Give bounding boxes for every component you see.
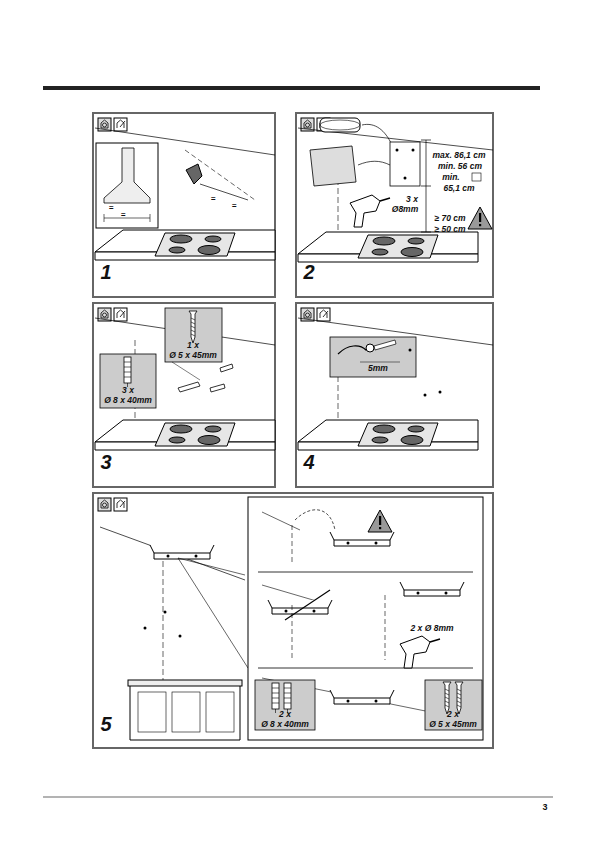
dimension-label: max. 86,1 cm bbox=[433, 151, 486, 160]
quantity-label: 3 x bbox=[406, 195, 418, 204]
equal-mark: = bbox=[109, 204, 114, 212]
drill-size-label: 2 x Ø 8mm bbox=[411, 624, 454, 633]
dimension-label: ≥ 70 cm bbox=[434, 214, 465, 223]
panel-number: 1 bbox=[100, 262, 111, 282]
quantity-label: 3 x bbox=[122, 386, 134, 395]
plug-size-label: Ø 8 x 40mm bbox=[104, 396, 152, 405]
equal-mark: = bbox=[211, 195, 216, 203]
quantity-label: 2 x bbox=[279, 710, 291, 719]
screw-size-label: Ø 5 x 45mm bbox=[169, 351, 217, 360]
dimension-label: min. 56 cm bbox=[438, 162, 482, 171]
screw-size-label: Ø 5 x 45mm bbox=[429, 720, 477, 729]
page-number: 3 bbox=[542, 803, 547, 812]
dimension-label: 65,1 cm bbox=[443, 184, 474, 193]
equal-mark: = bbox=[121, 211, 126, 219]
drill-size-label: Ø8mm bbox=[392, 205, 418, 214]
dimension-label: 5mm bbox=[368, 364, 388, 373]
plug-size-label: Ø 8 x 40mm bbox=[261, 720, 309, 729]
quantity-label: 2 x bbox=[447, 710, 459, 719]
quantity-label: 1 x bbox=[187, 341, 199, 350]
panel-number: 3 bbox=[100, 452, 111, 472]
dimension-label: ≥ 50 cm bbox=[434, 225, 465, 234]
panel-number: 4 bbox=[303, 452, 314, 472]
panel-number: 5 bbox=[100, 714, 111, 734]
equal-mark: = bbox=[232, 202, 237, 210]
panel-number: 2 bbox=[303, 262, 314, 282]
dimension-label: min. bbox=[442, 173, 459, 182]
